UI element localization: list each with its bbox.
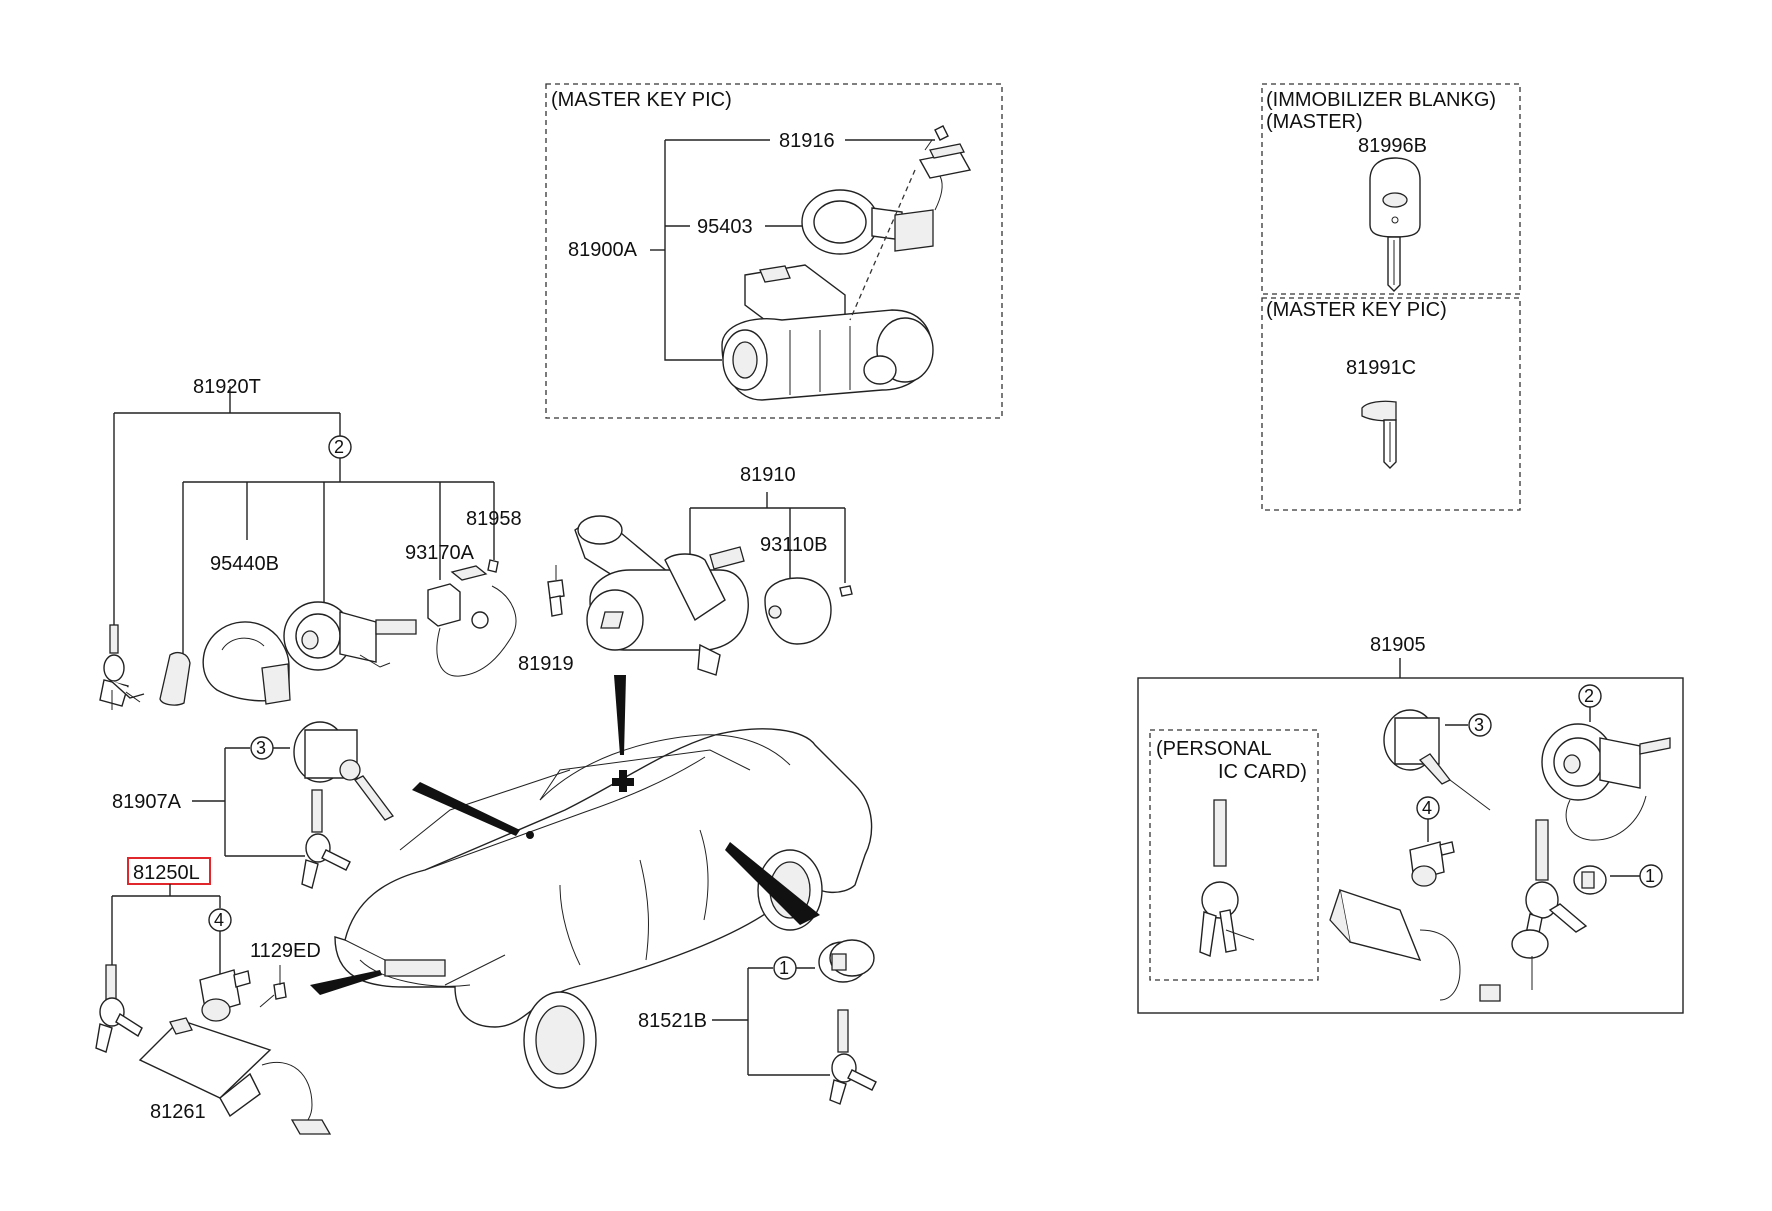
bolt-1129ED-icon — [259, 965, 287, 1008]
trunk-module-right-icon — [1329, 888, 1501, 1002]
callout-2-left-text: 2 — [334, 437, 344, 457]
key-set-81521B-icon — [829, 1009, 877, 1105]
trunk-cylinder-right-icon — [1409, 841, 1455, 887]
callout-1-right — [1639, 864, 1663, 888]
key-set-81907A-icon — [301, 789, 351, 889]
callout-4-left-text: 4 — [214, 910, 224, 930]
key-set-81250L-icon — [95, 964, 143, 1053]
callout-3-left-text: 3 — [256, 738, 266, 758]
lock-assembly-icon — [721, 169, 934, 401]
pointer-dash — [412, 782, 520, 836]
lock-cap-right-icon — [1573, 865, 1607, 895]
part-label-81261[interactable]: 81261 — [150, 1101, 206, 1123]
part-label-81907A[interactable]: 81907A — [112, 791, 182, 813]
callout-1-left-text: 1 — [779, 958, 789, 978]
group-81521B: 81521B 1 — [638, 939, 877, 1105]
part-label-93110B[interactable]: 93110B — [760, 534, 827, 556]
callout-3-right — [1468, 713, 1492, 737]
master-key-pic-group: (MASTER KEY PIC) 81916 95403 81900A — [545, 83, 1003, 419]
part-label-93170A[interactable]: 93170A — [405, 542, 475, 564]
part-highlight-81250L — [127, 857, 211, 885]
part-label-95440B[interactable]: 95440B — [210, 553, 279, 575]
part-label-81920T[interactable]: 81920T — [193, 376, 261, 398]
part-label-81996B[interactable]: 81996B — [1358, 135, 1427, 157]
personal-ic-card-label-line1: (PERSONAL — [1156, 738, 1272, 760]
screw-icon — [924, 125, 949, 151]
box-81905 — [1137, 677, 1684, 1014]
immobilizer-label-line1: (IMMOBILIZER BLANKG) — [1266, 89, 1496, 111]
immobilizer-group: (IMMOBILIZER BLANKG) (MASTER) 81996B (MA… — [1261, 83, 1521, 511]
immobilizer-label-line2: (MASTER) — [1266, 111, 1363, 133]
bulb-81919-icon — [547, 565, 565, 617]
callout-2-right-text: 2 — [1584, 686, 1594, 706]
pointer-door — [725, 842, 820, 925]
pointers — [310, 675, 820, 995]
group-81920T: 81920T 2 95440B 93170A 81958 — [99, 376, 522, 710]
part-label-81919[interactable]: 81919 — [518, 653, 574, 675]
part-label-95403[interactable]: 95403 — [697, 216, 753, 238]
key-cover-icon — [159, 652, 191, 706]
relay-icon — [427, 565, 517, 677]
callout-1-right-text: 1 — [1645, 866, 1655, 886]
personal-ic-card-label-line2: IC CARD) — [1218, 761, 1307, 783]
part-label-81905[interactable]: 81905 — [1370, 634, 1426, 656]
door-lock-cylinder-icon — [1383, 709, 1491, 811]
ignition-lock-icon — [283, 601, 417, 671]
ignition-switch-icon — [764, 577, 853, 645]
master-key-pic-right-box — [1261, 297, 1521, 511]
pointer-trunk — [310, 970, 382, 995]
part-label-81521B[interactable]: 81521B — [638, 1010, 707, 1032]
connector-icon — [918, 143, 972, 179]
blank-key-icon — [1369, 157, 1421, 292]
group-81250L: 81250L 4 1129ED 81261 — [95, 857, 332, 1135]
trunk-module-81261-icon — [138, 1017, 332, 1135]
part-label-81991C[interactable]: 81991C — [1346, 357, 1416, 379]
trunk-cylinder-left-icon — [199, 969, 251, 1022]
master-key-pic-right-label: (MASTER KEY PIC) — [1266, 299, 1447, 321]
part-label-81910[interactable]: 81910 — [740, 464, 796, 486]
group-81907A: 81907A 3 — [112, 721, 394, 889]
ignition-lock-right-icon — [1541, 723, 1671, 841]
ic-card-key-icon — [1199, 799, 1255, 957]
steering-lock-body-icon — [574, 515, 749, 676]
part-label-1129ED[interactable]: 1129ED — [250, 940, 321, 962]
callout-4-right-text: 4 — [1422, 798, 1432, 818]
group-81905: 81905 (PERSONAL IC CARD) 3 2 — [1137, 634, 1684, 1014]
master-key-pic-label: (MASTER KEY PIC) — [551, 89, 732, 111]
screw-81958-icon — [487, 559, 499, 573]
door-lock-cylinder-left-icon — [293, 721, 394, 821]
lock-cap-81521B-icon — [818, 939, 875, 983]
part-label-81250L[interactable]: 81250L — [133, 862, 200, 884]
group-81910: 81910 93110B 81919 — [518, 464, 853, 676]
immobilizer-box — [1261, 83, 1521, 295]
part-label-81900A[interactable]: 81900A — [568, 239, 638, 261]
key-set-right-icon — [1511, 819, 1588, 990]
callout-3-right-text: 3 — [1474, 715, 1484, 735]
immobilizer-ring-icon — [801, 159, 943, 255]
personal-ic-card-box — [1149, 729, 1319, 981]
bezel-icon — [202, 621, 291, 705]
master-key-icon — [1361, 400, 1397, 469]
pointer-top — [614, 675, 626, 755]
pointer-cross-v — [619, 770, 627, 792]
part-label-81916[interactable]: 81916 — [779, 130, 835, 152]
part-label-81958[interactable]: 81958 — [466, 508, 522, 530]
master-key-pic-box — [545, 83, 1003, 419]
key-set-icon — [99, 624, 145, 710]
